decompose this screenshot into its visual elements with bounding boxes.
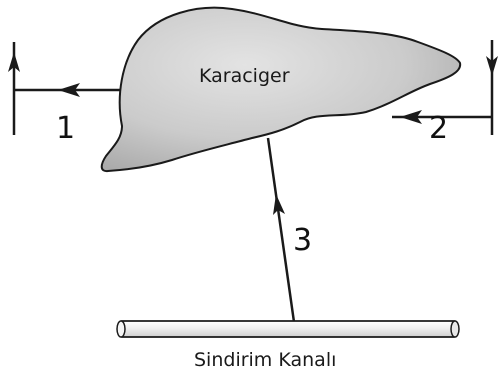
tube-left-end (117, 321, 125, 337)
vessel-3-line (268, 138, 294, 322)
digestive-tract-label: Sindirim Kanalı (194, 349, 336, 371)
tube-right-end (451, 321, 459, 337)
vessel-1-label: 1 (56, 111, 75, 146)
liver-shape (102, 8, 460, 171)
liver-label: Karaciger (199, 65, 290, 87)
vessel-2-label: 2 (429, 111, 448, 146)
vessel-3-label: 3 (293, 223, 312, 258)
digestive-tract-tube (118, 321, 458, 337)
